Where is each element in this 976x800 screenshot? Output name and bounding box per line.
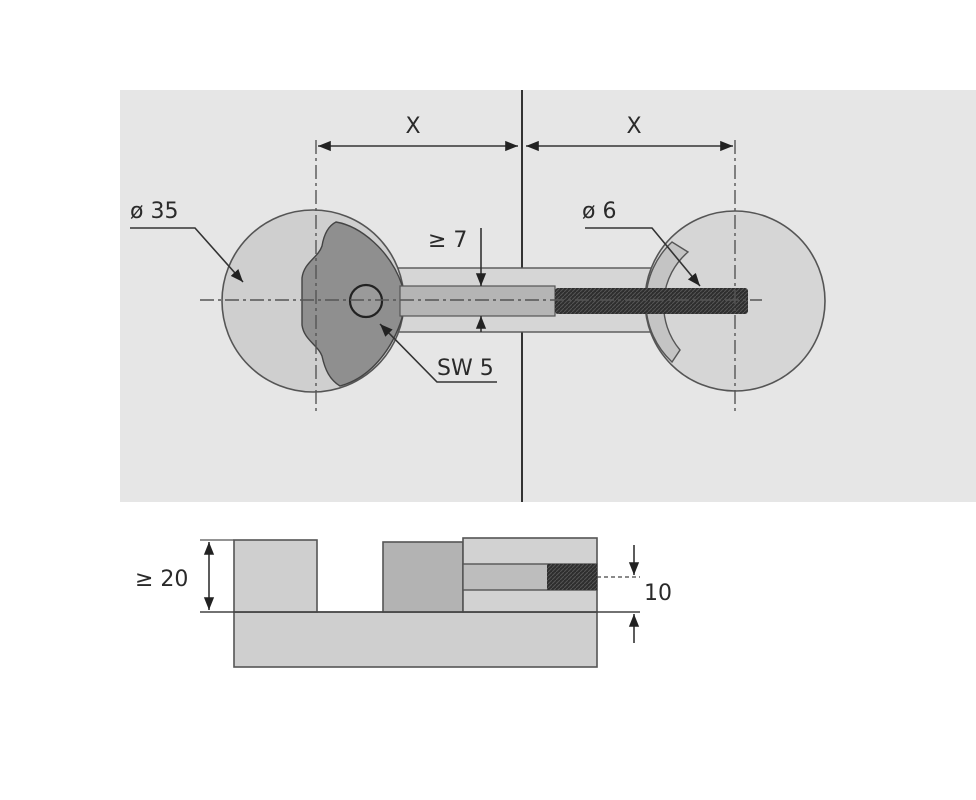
expansion-sleeve [645,241,690,364]
bolt-diameter-label: ø 6 [582,199,616,224]
bolt-depth-label: 10 [644,581,672,606]
threaded-bolt [555,288,748,314]
top-view: X X ø 35 ø 6 ≥ 7 SW 5 [120,90,976,502]
bolt-diameter-leader [585,227,701,287]
dimension-x-left: X [405,114,420,139]
threaded-bolt-section [547,564,597,590]
hole-diameter-leader [130,227,244,283]
min-width-label: ≥ 7 [428,228,467,253]
left-side-panel [233,539,318,613]
cam-section [382,541,464,613]
dimension-x-right: X [626,114,641,139]
base-panel [233,611,598,668]
hole-diameter-label: ø 35 [130,199,178,224]
side-view: ≥ 20 10 [135,537,672,668]
wrench-size-leader [379,323,497,383]
min-thickness-label: ≥ 20 [135,567,188,592]
hex-socket [348,283,384,319]
bolt-shaft [399,285,556,317]
wrench-size-label: SW 5 [437,356,494,381]
